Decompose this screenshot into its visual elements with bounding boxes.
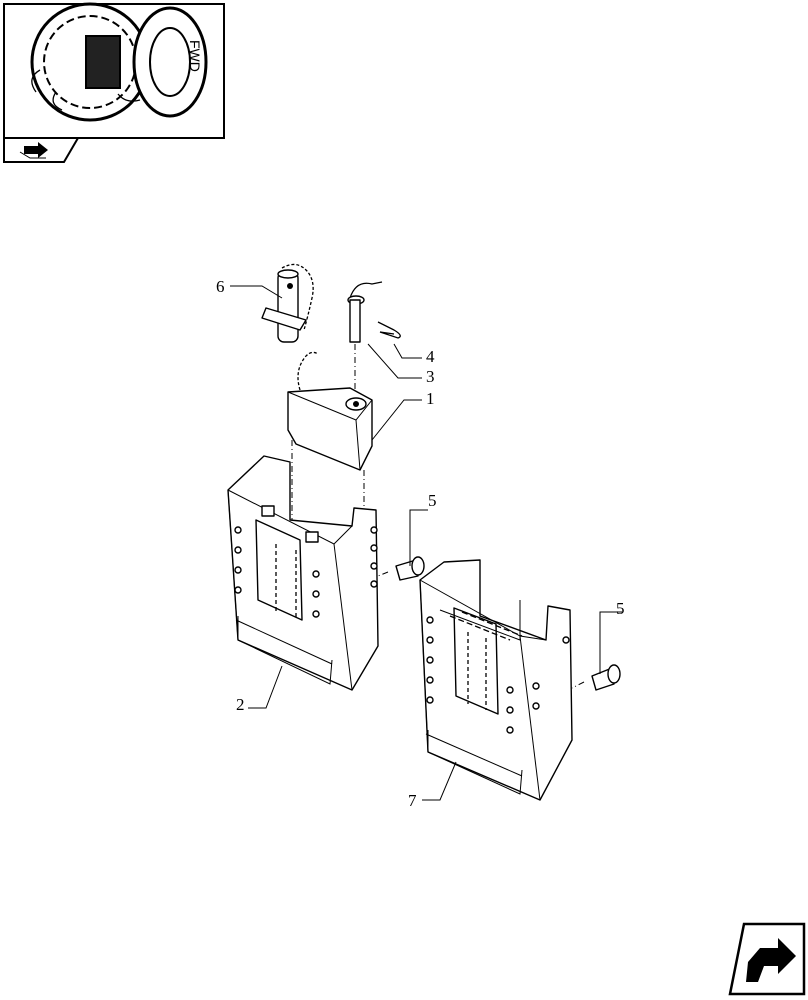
part-7-hitch-bracket	[419, 559, 573, 801]
tractor-rear-location-icon	[30, 2, 208, 122]
callout-4: 4	[426, 347, 435, 366]
part-1-hook-block	[287, 351, 373, 520]
callout-1: 1	[426, 389, 435, 408]
part-4-spring-clip	[377, 321, 401, 339]
part-5-bolt-lower	[571, 664, 621, 691]
locator-thumbnail: FWD	[3, 2, 225, 163]
callout-5-lower: 5	[616, 599, 625, 618]
leader-lines	[230, 285, 622, 801]
book-arrow-icon[interactable]	[3, 137, 80, 163]
callout-5-upper: 5	[428, 491, 437, 510]
next-page-arrow-icon[interactable]	[728, 922, 806, 996]
callout-7: 7	[408, 791, 417, 810]
callout-6: 6	[216, 277, 225, 296]
callout-3: 3	[426, 367, 435, 386]
part-3-hitch-pin	[347, 281, 383, 396]
callout-2: 2	[236, 695, 245, 714]
part-5-bolt-upper	[377, 556, 425, 581]
part-2-hitch-bracket	[227, 455, 379, 691]
part-6-clevis-pin-with-chain	[261, 263, 314, 343]
thumbnail-label: FWD	[187, 40, 203, 72]
